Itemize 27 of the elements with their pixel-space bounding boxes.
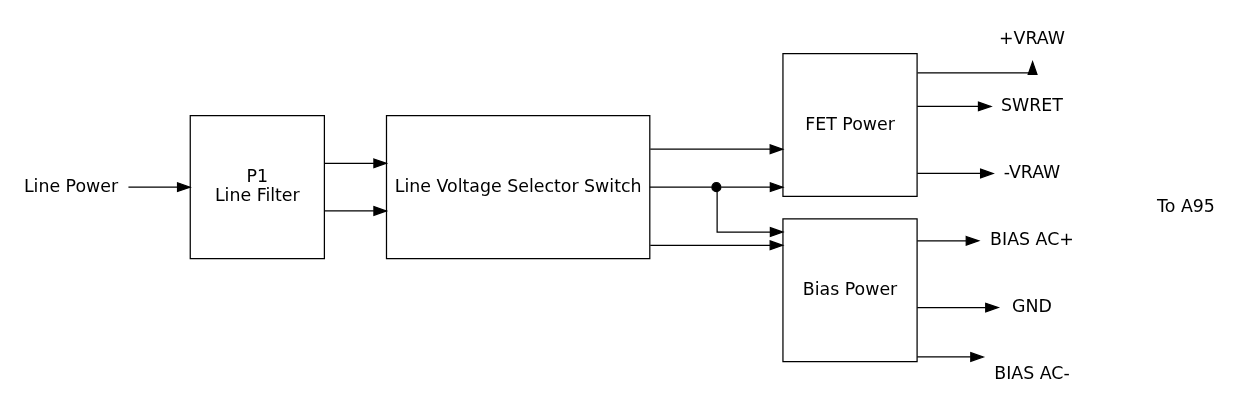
arrow: [916, 351, 986, 362]
node-circle: [711, 181, 722, 192]
connector: [649, 186, 713, 188]
node-box: Line Voltage Selector Switch: [385, 114, 651, 259]
node-box: P1 Line Filter: [189, 114, 325, 259]
arrow: [916, 100, 993, 112]
node-text: BIAS AC-: [994, 362, 1070, 383]
arrow: [323, 205, 389, 216]
arrow: [127, 181, 192, 192]
arrow: [716, 190, 785, 237]
arrow: [649, 239, 785, 250]
node-box: FET Power: [782, 52, 918, 197]
node-text: GND: [1012, 295, 1052, 316]
node-text: BIAS AC+: [990, 228, 1074, 249]
arrow: [916, 59, 1038, 75]
arrow: [916, 301, 1001, 313]
node-text: SWRET: [1001, 94, 1063, 115]
arrow: [916, 235, 981, 246]
arrow: [323, 157, 389, 169]
label: To A95: [1157, 195, 1215, 216]
node-text: +VRAW: [999, 27, 1065, 48]
node-text: -VRAW: [1003, 161, 1061, 182]
node-text: Line Power: [23, 175, 119, 196]
arrow: [916, 167, 995, 179]
arrow: [720, 181, 785, 192]
arrow: [649, 143, 785, 154]
node-box: Bias Power: [782, 217, 918, 362]
